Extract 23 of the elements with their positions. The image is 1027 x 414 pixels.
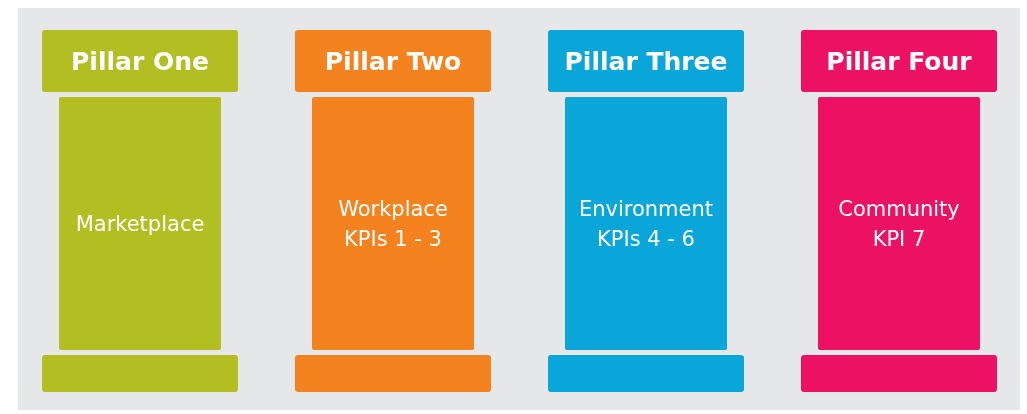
pillar-label: Marketplace — [75, 210, 205, 238]
pillar-capital — [801, 30, 997, 92]
pillar-base — [42, 355, 238, 392]
pillar-shaft — [59, 97, 221, 350]
pillar-shaft — [312, 97, 474, 350]
pillar-title: Pillar One — [71, 46, 209, 76]
pillar-label: KPI 7 — [872, 225, 926, 253]
pillar-base — [548, 355, 744, 392]
pillar-label: Environment — [578, 195, 714, 223]
pillar-title: Pillar Two — [324, 46, 462, 76]
pillar-label: Workplace — [338, 195, 448, 223]
pillar-title: Pillar Three — [564, 46, 728, 76]
pillar-shaft — [818, 97, 980, 350]
pillar-capital — [42, 30, 238, 92]
pillar-label: Community — [838, 195, 960, 223]
pillar-title: Pillar Four — [826, 46, 972, 76]
pillar-capital — [548, 30, 744, 92]
pillar-label: KPIs 4 - 6 — [597, 225, 695, 253]
pillar-base — [295, 355, 491, 392]
pillar-base — [801, 355, 997, 392]
pillar-label: KPIs 1 - 3 — [344, 225, 442, 253]
pillar-capital — [295, 30, 491, 92]
pillar-shaft — [565, 97, 727, 350]
